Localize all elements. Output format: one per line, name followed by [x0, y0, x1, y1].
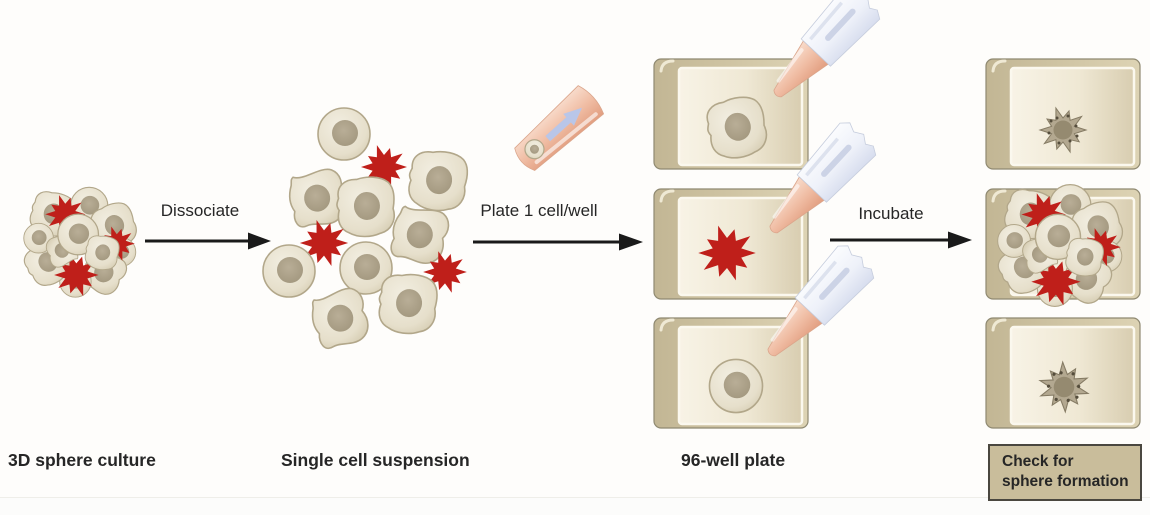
stage-label-3d-sphere-culture: 3D sphere culture: [8, 450, 156, 470]
plate-arrow-label: Plate 1 cell/well: [480, 201, 598, 220]
stage-label-single-cell-suspension: Single cell suspension: [281, 450, 470, 470]
pipette-with-cell-icon: [509, 83, 606, 176]
incubate-arrow: [830, 231, 972, 249]
figure-bottom-edge: [0, 497, 1150, 515]
incubate-arrow-label: Incubate: [858, 204, 924, 223]
plate-arrow: [473, 233, 643, 251]
result-well-column: [984, 57, 1142, 430]
check-box-line2: sphere formation: [1002, 473, 1129, 491]
culture-well-icon: [984, 57, 1142, 171]
check-box-line1: Check for: [1002, 453, 1074, 470]
check-for-sphere-formation-box: Check for sphere formation: [988, 444, 1142, 501]
sphere-culture-illustration: [19, 187, 142, 299]
pipette-tip-icon: [756, 0, 887, 114]
single-cell-suspension-illustration: [262, 107, 471, 352]
dissociate-arrow: [145, 232, 271, 250]
dissociate-arrow-label: Dissociate: [160, 201, 240, 220]
stage-label-96-well-plate: 96-well plate: [681, 450, 786, 470]
